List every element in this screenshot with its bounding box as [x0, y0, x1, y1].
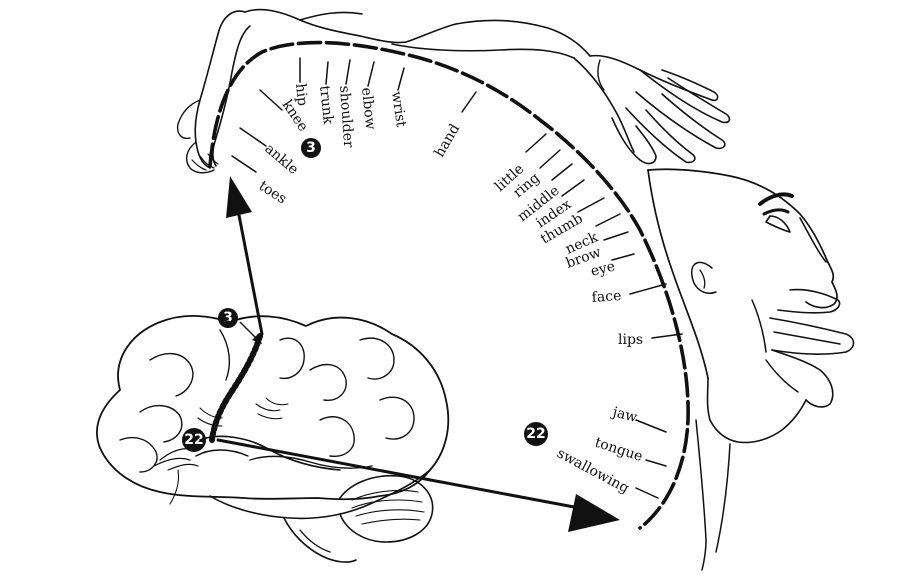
homunculus-hand [589, 54, 731, 165]
arrow-to-leg [226, 176, 264, 336]
label-toes: toes [256, 178, 289, 208]
arrow-to-swallowing [216, 438, 620, 532]
marker-3-brain: 3 [218, 308, 238, 328]
label-tongue: tongue [593, 435, 645, 465]
homunculus-trunk-arm [299, 11, 635, 153]
label-trunk: trunk [316, 85, 336, 126]
marker-3-top: 3 [301, 138, 321, 158]
marker-22-brain: 22 [182, 428, 206, 452]
arrow-pointer-3 [239, 321, 262, 344]
marker-22-right: 22 [524, 422, 548, 446]
svg-text:3: 3 [223, 310, 233, 326]
label-jaw: jaw [609, 404, 639, 426]
motor-strip-arc [208, 40, 690, 530]
homunculus-head [647, 168, 855, 571]
tick-leaders [231, 57, 683, 499]
label-lips: lips [618, 332, 643, 348]
label-eye: eye [589, 258, 617, 279]
brain-illustration [96, 315, 450, 563]
label-wrist: wrist [388, 90, 409, 128]
svg-text:22: 22 [184, 432, 203, 448]
svg-text:3: 3 [306, 140, 316, 156]
label-ankle: ankle [261, 141, 301, 178]
label-face: face [591, 288, 622, 306]
svg-text:22: 22 [526, 426, 545, 442]
label-shoulder: shoulder [336, 85, 356, 148]
label-elbow: elbow [358, 87, 378, 131]
label-hip: hip [292, 83, 310, 107]
brain-motor-strip [209, 333, 263, 443]
label-hand: hand [432, 121, 464, 160]
